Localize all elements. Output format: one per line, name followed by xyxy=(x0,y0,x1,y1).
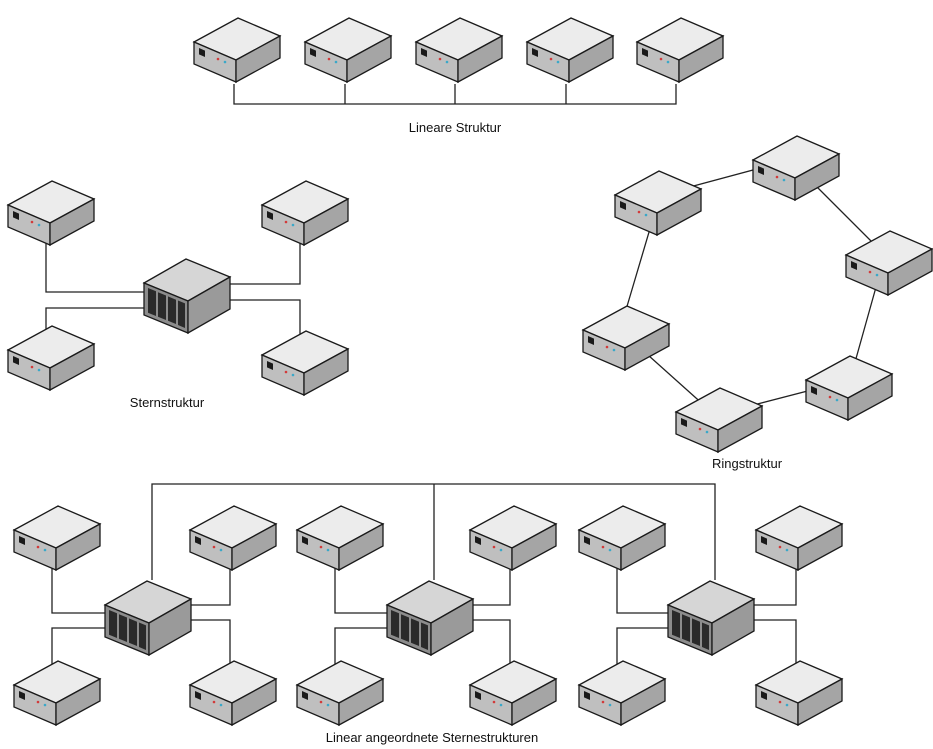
linear-stars-topology xyxy=(13,505,843,726)
network-device-icon xyxy=(296,505,384,571)
hub-icon xyxy=(143,258,231,334)
network-device-icon xyxy=(755,660,843,726)
starC-link-1 xyxy=(616,560,668,614)
network-device-icon xyxy=(469,660,557,726)
network-device-icon xyxy=(526,17,614,83)
starA-link-3 xyxy=(51,627,105,668)
network-device-icon xyxy=(755,505,843,571)
starC-link-3 xyxy=(616,627,668,668)
starB-link-4 xyxy=(472,619,511,668)
ring-structure-label: Ringstruktur xyxy=(712,456,783,471)
network-device-icon xyxy=(845,230,933,296)
network-device-icon xyxy=(752,135,840,201)
network-device-icon xyxy=(7,180,95,246)
hub-icon xyxy=(104,580,192,656)
network-device-icon xyxy=(614,170,702,236)
network-device-icon xyxy=(675,387,763,453)
star-structure-label: Sternstruktur xyxy=(130,395,205,410)
star-link-3 xyxy=(45,307,144,335)
network-device-icon xyxy=(193,17,281,83)
network-device-icon xyxy=(304,17,392,83)
network-device-icon xyxy=(7,325,95,391)
network-device-icon xyxy=(578,660,666,726)
network-device-icon xyxy=(805,355,893,421)
starA-link-4 xyxy=(190,619,231,668)
network-device-icon xyxy=(578,505,666,571)
linear-stars-label: Linear angeordnete Sternestrukturen xyxy=(326,730,538,745)
network-device-icon xyxy=(415,17,503,83)
network-device-icon xyxy=(189,660,277,726)
linear-topology xyxy=(193,17,724,83)
network-device-icon xyxy=(636,17,724,83)
network-device-icon xyxy=(582,305,670,371)
star-link-1 xyxy=(45,237,144,293)
star-topology xyxy=(7,180,349,396)
network-device-icon xyxy=(296,660,384,726)
star-link-4 xyxy=(230,299,301,340)
network-device-icon xyxy=(13,660,101,726)
network-device-icon xyxy=(469,505,557,571)
starA-link-1 xyxy=(51,560,105,614)
network-device-icon xyxy=(13,505,101,571)
starA-link-2 xyxy=(190,560,231,606)
network-device-icon xyxy=(261,330,349,396)
ring-topology xyxy=(582,135,933,453)
starB-link-1 xyxy=(334,560,387,614)
starB-link-2 xyxy=(472,560,511,606)
starC-link-4 xyxy=(754,619,797,668)
linear-structure-label: Lineare Struktur xyxy=(409,120,502,135)
starB-link-3 xyxy=(334,627,387,668)
hub-icon xyxy=(667,580,755,656)
network-device-icon xyxy=(261,180,349,246)
star-link-2 xyxy=(230,237,301,285)
hub-icon xyxy=(386,580,474,656)
starC-link-2 xyxy=(754,560,797,606)
network-device-icon xyxy=(189,505,277,571)
